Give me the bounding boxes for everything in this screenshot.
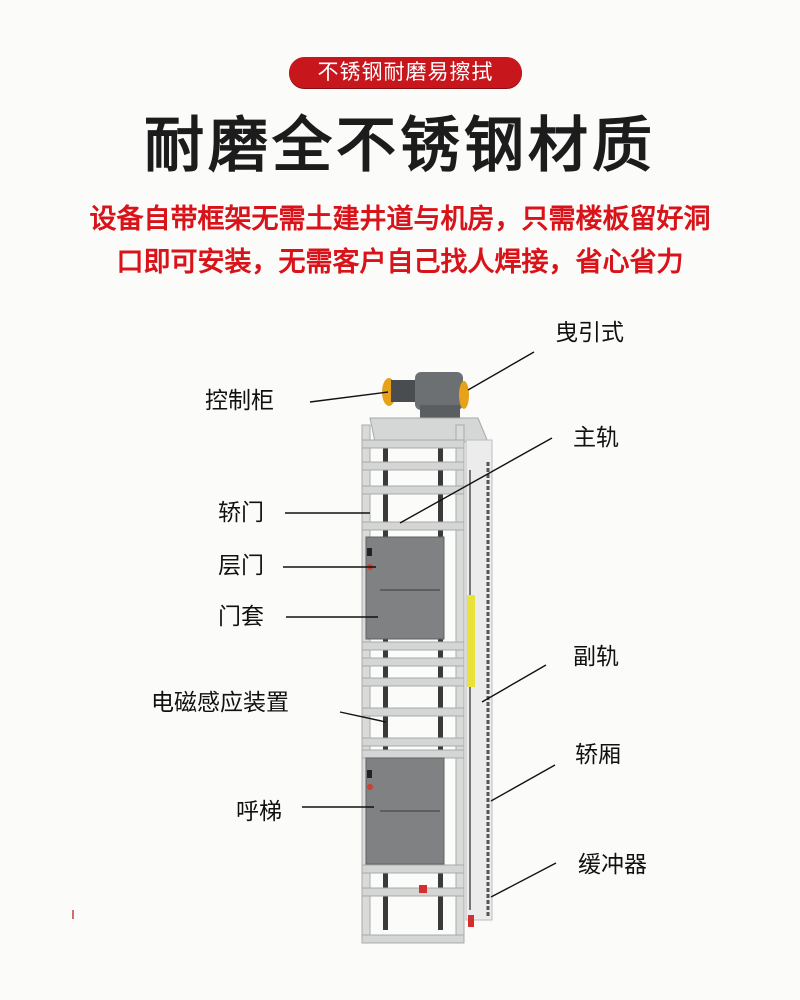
traction-machine-icon	[382, 372, 469, 419]
label-call-button: 呼梯	[236, 799, 282, 825]
label-auxiliary-rail: 副轨	[573, 644, 619, 670]
label-buffer: 缓冲器	[578, 852, 647, 878]
label-car: 轿厢	[575, 742, 621, 768]
page-title: 耐磨全不锈钢材质	[144, 111, 656, 181]
decorative-mark	[72, 910, 74, 919]
description-line-1: 设备自带框架无需土建井道与机房，只需楼板留好洞	[89, 204, 711, 235]
label-car-door: 轿门	[218, 500, 264, 526]
feature-badge: 不锈钢耐磨易擦拭	[289, 57, 522, 88]
label-control-cabinet: 控制柜	[205, 388, 274, 414]
label-door-frame: 门套	[218, 604, 264, 630]
label-traction: 曳引式	[555, 320, 624, 346]
label-main-rail: 主轨	[573, 425, 619, 451]
label-landing-door: 层门	[218, 553, 264, 579]
label-electromagnetic-sensor: 电磁感应装置	[151, 690, 289, 716]
description-line-2: 口即可安装，无需客户自己找人焊接，省心省力	[116, 247, 684, 278]
leader-lines	[283, 351, 557, 898]
